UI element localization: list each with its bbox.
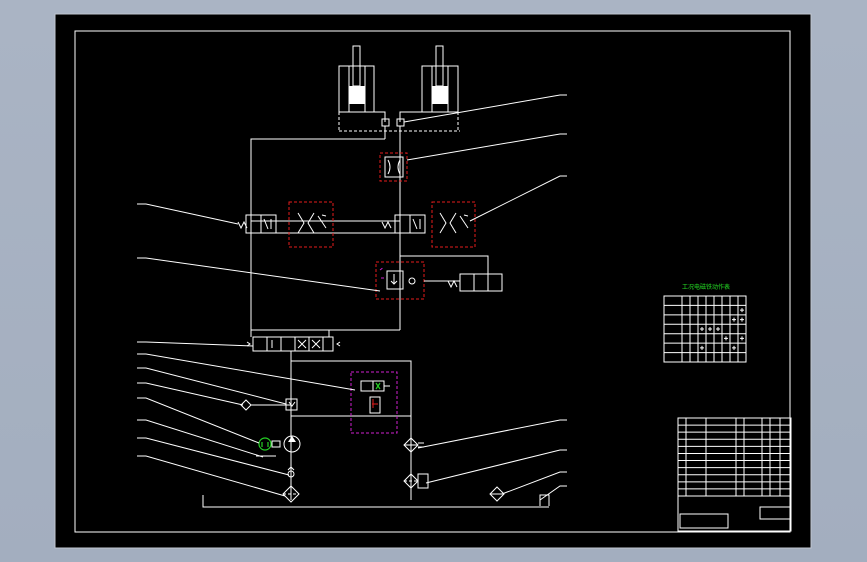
tank-base-line (202, 495, 549, 508)
solenoid-on-mark (732, 317, 736, 322)
flow-divider-valve (379, 152, 408, 182)
solenoid-on-mark (716, 327, 720, 331)
drawing-border (74, 30, 791, 533)
solenoid-on-mark (732, 345, 736, 350)
hydraulic-cylinder-right (421, 45, 459, 113)
throttle-valve-right (431, 201, 476, 248)
solenoid-on-mark (700, 345, 704, 350)
solenoid-on-mark (708, 327, 712, 331)
suction-filter (282, 485, 300, 503)
solenoid-on-mark (740, 336, 744, 341)
return-filter-lower (403, 473, 429, 489)
check-valve-left (240, 399, 291, 411)
solenoid-valve-mid-right (400, 255, 503, 292)
solenoid-on-mark (740, 308, 744, 313)
solenoid-action-table: 工况电磁铁动作表 (663, 283, 747, 363)
callout-leaders-right (403, 94, 567, 501)
callout-leaders-left (137, 203, 381, 497)
pump-motor-unit (256, 435, 301, 457)
check-valve-bottom (287, 466, 295, 478)
title-block (677, 417, 792, 532)
main-directional-valve (246, 329, 400, 352)
solenoid-table-frame (663, 295, 747, 363)
directional-valve-right (381, 214, 426, 234)
hydraulic-cylinder-left (338, 45, 375, 113)
solenoid-on-mark (740, 317, 744, 322)
directional-valve-left (237, 214, 277, 234)
oil-tank-indicator (489, 486, 550, 506)
cylinder-pipes (365, 111, 432, 139)
solenoid-on-mark (700, 327, 704, 331)
pressure-relief-valve (350, 371, 398, 434)
throttle-valve-left (288, 201, 334, 248)
solenoid-table-title: 工况电磁铁动作表 (682, 283, 730, 291)
solenoid-on-mark (724, 336, 728, 341)
